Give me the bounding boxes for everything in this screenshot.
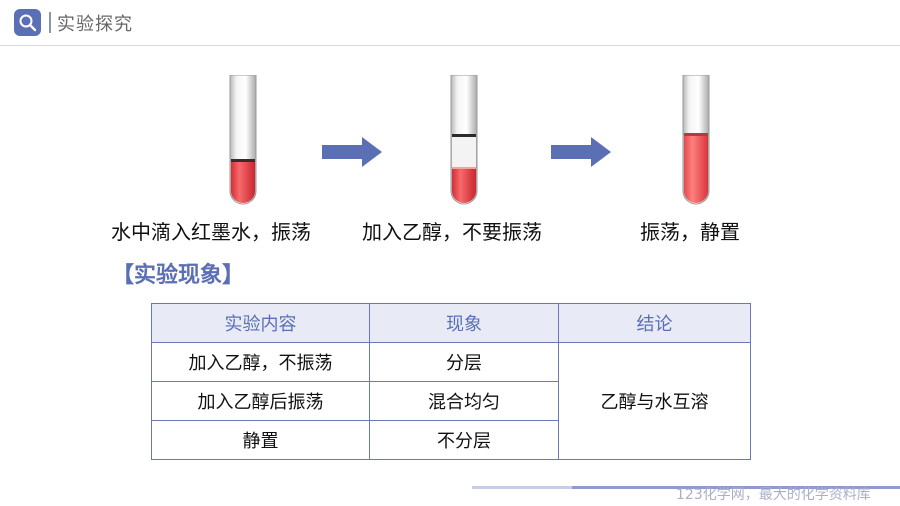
arrow-right-icon bbox=[322, 137, 382, 167]
arrow-right-icon bbox=[551, 137, 611, 167]
table-cell: 加入乙醇后振荡 bbox=[151, 381, 370, 421]
page-title: 实验探究 bbox=[57, 14, 133, 35]
table-header: 实验内容 bbox=[151, 303, 370, 343]
search-button[interactable] bbox=[14, 9, 41, 36]
results-table: 实验内容 现象 结论 加入乙醇，不振荡 分层 乙醇与水互溶 加入乙醇后振荡 混合… bbox=[151, 303, 751, 460]
test-tube-1 bbox=[229, 75, 257, 205]
caption-step-1: 水中滴入红墨水，振荡 bbox=[111, 220, 311, 244]
footer-line bbox=[572, 486, 900, 489]
test-tube-3 bbox=[682, 75, 710, 205]
table-row: 加入乙醇后振荡 混合均匀 bbox=[151, 381, 751, 421]
search-icon bbox=[19, 14, 37, 32]
table-header: 现象 bbox=[369, 303, 559, 343]
footer-watermark: 123化学网，最大的化学资料库 bbox=[676, 487, 871, 503]
header-underline bbox=[0, 45, 900, 46]
table-cell: 不分层 bbox=[369, 420, 559, 460]
table-cell: 分层 bbox=[369, 342, 559, 382]
footer-line bbox=[472, 486, 572, 489]
caption-step-3: 振荡，静置 bbox=[640, 220, 740, 244]
conclusion-cell: 乙醇与水互溶 bbox=[558, 342, 751, 460]
table-row: 加入乙醇，不振荡 分层 乙醇与水互溶 bbox=[151, 342, 751, 460]
table-cell: 静置 bbox=[151, 420, 370, 460]
caption-step-2: 加入乙醇，不要振荡 bbox=[362, 220, 542, 244]
table-row: 静置 不分层 bbox=[151, 420, 751, 460]
header-bar: 实验探究 bbox=[0, 0, 900, 46]
table-header-row: 实验内容 现象 结论 bbox=[151, 303, 751, 343]
section-title: 【实验现象】 bbox=[112, 263, 245, 288]
test-tube-2 bbox=[450, 75, 478, 205]
table-cell: 加入乙醇，不振荡 bbox=[151, 342, 370, 382]
table-cell: 混合均匀 bbox=[369, 381, 559, 421]
table-header: 结论 bbox=[558, 303, 751, 343]
title-divider bbox=[49, 12, 51, 33]
